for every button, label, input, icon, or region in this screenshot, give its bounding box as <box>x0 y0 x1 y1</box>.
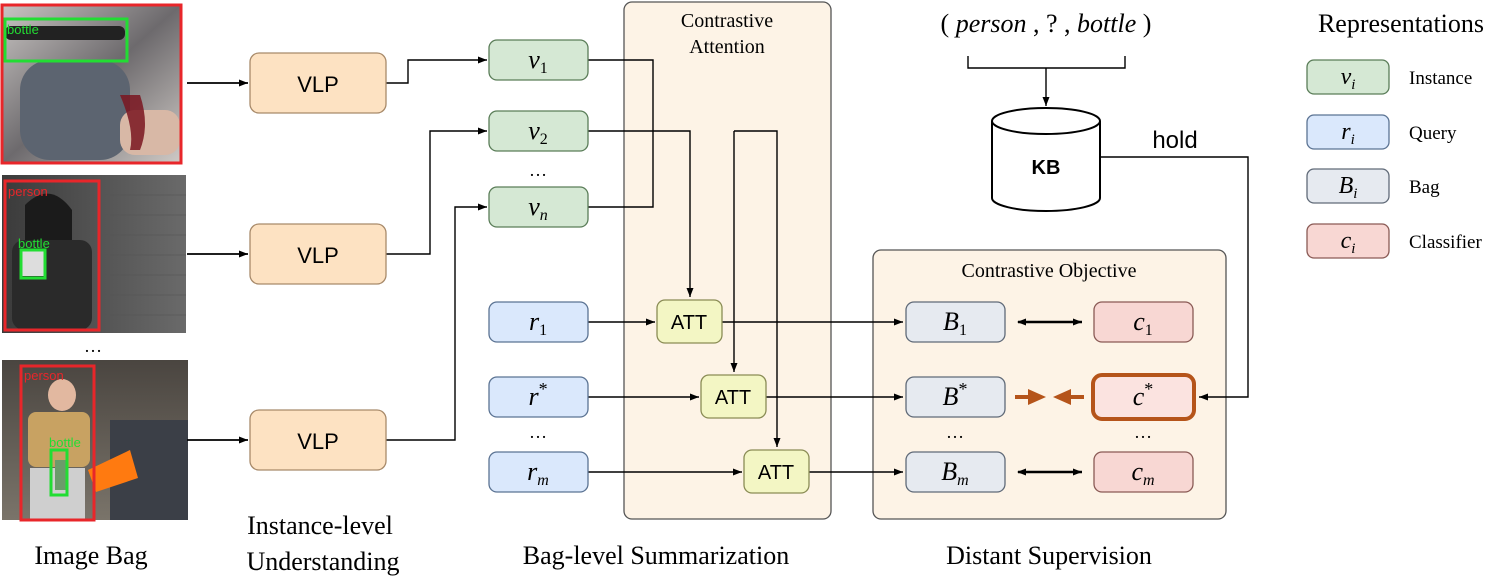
kb-triple: ( person , ? , bottle ) <box>941 9 1152 38</box>
svg-text:ATT: ATT <box>671 312 707 334</box>
image-top: bottle <box>0 3 183 165</box>
caption-distant-supervision: Distant Supervision <box>946 541 1152 570</box>
bag-node-b1: B1 <box>905 301 1006 343</box>
contrastive-attention-panel <box>623 1 832 520</box>
query-node-rm: rm <box>488 451 589 493</box>
svg-text:v1: v1 <box>528 45 548 77</box>
svg-text:B*: B* <box>943 379 968 411</box>
legend-item-instance: vi Instance <box>1306 59 1472 95</box>
svg-text:vn: vn <box>528 192 548 224</box>
svg-text:rm: rm <box>527 457 549 489</box>
svg-text:ri: ri <box>1341 119 1355 148</box>
hold-label: hold <box>1152 127 1197 154</box>
query-ellipsis: … <box>529 422 547 442</box>
bag-node-bm: Bm <box>905 451 1006 493</box>
vlp-box: VLP <box>249 409 387 471</box>
instance-node-v1: v1 <box>488 39 589 81</box>
instance-node-v2: v2 <box>488 110 589 152</box>
legend-title: Representations <box>1318 9 1484 38</box>
image-middle: person bottle <box>2 175 186 333</box>
classifier-node-c1: c1 <box>1093 301 1194 343</box>
classifier-ellipsis: … <box>1134 422 1152 442</box>
image-ellipsis: … <box>84 336 102 356</box>
attention-panel-title: Attention <box>689 36 765 58</box>
vlp-label: VLP <box>297 243 339 268</box>
query-node-r1: r1 <box>488 301 589 343</box>
query-node-rstar: r* <box>488 376 589 418</box>
svg-text:Query: Query <box>1409 123 1457 144</box>
kb-label: KB <box>1032 157 1061 179</box>
svg-text:ci: ci <box>1341 228 1356 257</box>
svg-text:Instance: Instance <box>1409 68 1472 89</box>
svg-text:c*: c* <box>1133 379 1154 411</box>
caption-bag-level: Bag-level Summarization <box>523 541 789 570</box>
classifier-node-cm: cm <box>1093 451 1194 493</box>
bbox-label: person <box>8 184 48 199</box>
attention-panel-title: Contrastive <box>681 10 773 32</box>
bag-ellipsis: … <box>946 422 964 442</box>
legend-item-query: ri Query <box>1306 114 1457 150</box>
bbox-label: person <box>24 368 64 383</box>
svg-text:v2: v2 <box>528 116 548 148</box>
att-node: ATT <box>700 374 767 419</box>
svg-text:cm: cm <box>1131 457 1154 489</box>
svg-text:ATT: ATT <box>715 387 751 409</box>
bag-node-bstar: B* <box>905 376 1006 418</box>
legend-item-bag: Bi Bag <box>1306 168 1440 204</box>
svg-text:ATT: ATT <box>758 462 794 484</box>
converge-arrows <box>1015 389 1084 405</box>
bbox-label: bottle <box>7 22 39 37</box>
caption-instance-level: Understanding <box>246 547 399 576</box>
svg-text:Bag: Bag <box>1409 177 1440 198</box>
svg-text:Classifier: Classifier <box>1409 232 1482 253</box>
instance-ellipsis: … <box>529 160 547 180</box>
svg-text:r1: r1 <box>529 307 547 339</box>
bbox-label: bottle <box>18 236 50 251</box>
vlp-box: VLP <box>249 223 387 285</box>
att-node: ATT <box>743 449 810 494</box>
image-bottom: person bottle <box>2 360 188 522</box>
att-node: ATT <box>656 299 723 344</box>
svg-text:c1: c1 <box>1133 307 1153 339</box>
svg-text:vi: vi <box>1341 64 1356 93</box>
vlp-label: VLP <box>297 72 339 97</box>
svg-text:r*: r* <box>528 379 547 411</box>
legend-item-classifier: ci Classifier <box>1306 223 1482 259</box>
instance-node-vn: vn <box>488 186 589 228</box>
caption-image-bag: Image Bag <box>34 541 147 570</box>
vlp-label: VLP <box>297 429 339 454</box>
objective-panel-title: Contrastive Objective <box>962 260 1137 282</box>
classifier-node-cstar: c* <box>1091 373 1196 421</box>
caption-instance-level: Instance-level <box>247 511 393 540</box>
bbox-label: bottle <box>49 435 81 450</box>
vlp-box: VLP <box>249 52 387 114</box>
svg-text:Bi: Bi <box>1339 173 1358 202</box>
svg-text:B1: B1 <box>943 307 967 339</box>
svg-text:Bm: Bm <box>941 457 968 489</box>
kb-database: KB <box>991 107 1101 212</box>
